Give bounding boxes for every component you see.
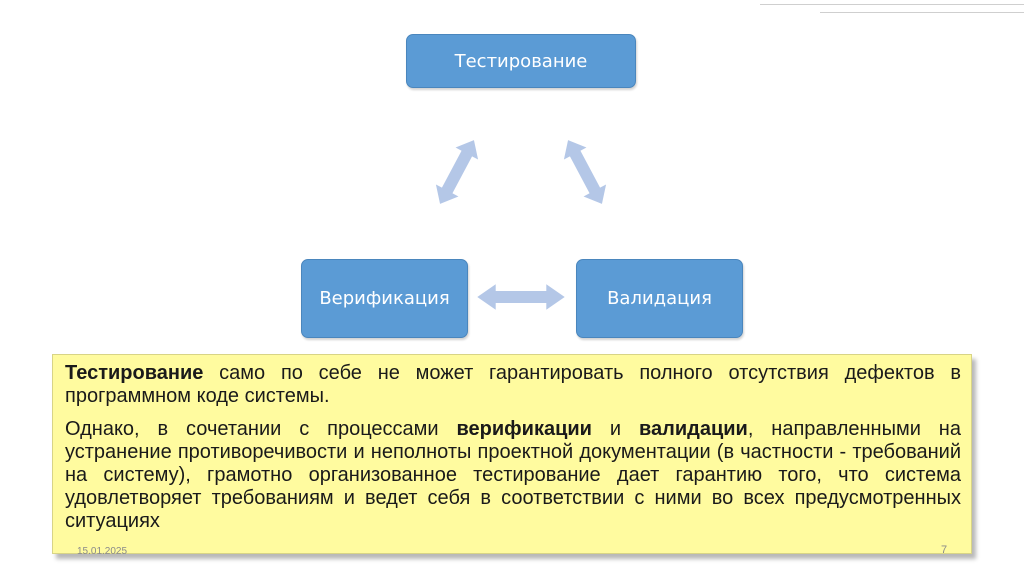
- footer-date: 15.01.2025: [77, 546, 128, 557]
- note-p1-text: само по себе не может гарантировать полн…: [65, 362, 961, 407]
- note-paragraph-1: Тестирование само по себе не может гаран…: [65, 362, 961, 408]
- note-p1-bold: Тестирование: [65, 362, 204, 384]
- node-validation-label: Валидация: [607, 288, 712, 309]
- node-validation: Валидация: [576, 259, 743, 338]
- note-p2-start: Однако, в сочетании с процессами: [65, 418, 457, 440]
- arrow-verification-testing: [428, 134, 486, 210]
- note-p2-mid: и: [591, 418, 639, 440]
- page-number: 7: [941, 544, 948, 556]
- node-verification-label: Верификация: [319, 288, 450, 309]
- note-p2-bold-validation: валидации: [638, 418, 748, 440]
- node-testing-label: Тестирование: [454, 50, 588, 72]
- arrow-testing-validation: [556, 134, 614, 210]
- node-verification: Верификация: [301, 259, 468, 338]
- top-decorative-line-2: [820, 12, 1024, 13]
- note-box: Тестирование само по себе не может гаран…: [52, 354, 972, 554]
- top-decorative-line: [760, 4, 1024, 5]
- note-p2-bold-verification: верификации: [456, 418, 592, 440]
- arrow-verification-validation: [477, 284, 565, 310]
- note-p2-end: , направленными на устранение противореч…: [65, 418, 961, 532]
- note-paragraph-2: Однако, в сочетании с процессами верифик…: [65, 418, 961, 533]
- node-testing: Тестирование: [406, 34, 636, 88]
